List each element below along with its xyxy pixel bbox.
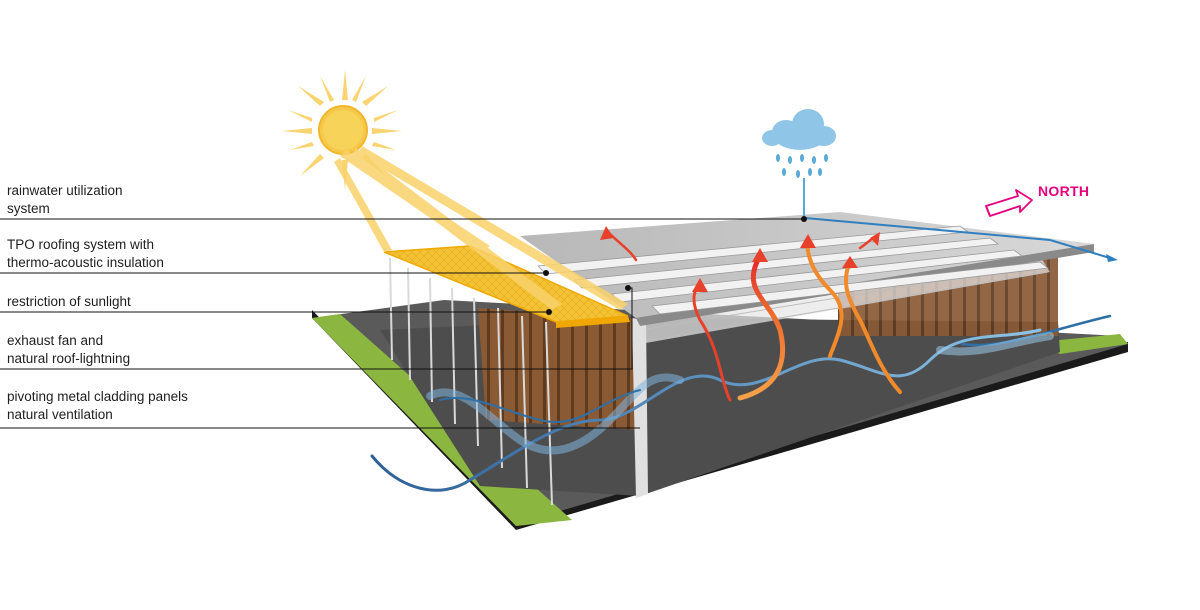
callout-pivoting-panels: pivoting metal cladding panels natural v…: [7, 388, 188, 424]
callout-rainwater-line-1: rainwater utilization: [7, 183, 123, 198]
north-arrow-icon: [985, 189, 1033, 217]
corner-wall: [632, 318, 648, 498]
sun-beams: [334, 146, 628, 310]
callout-exhaust-line-1: exhaust fan and: [7, 333, 104, 348]
callout-exhaust-line-2: natural roof-lightning: [7, 351, 131, 366]
warm-air-arrowheads: [600, 226, 880, 292]
callout-sunlight-line-1: restriction of sunlight: [7, 294, 131, 309]
callout-rainwater: rainwater utilization system: [7, 182, 123, 218]
callout-exhaust-fan: exhaust fan and natural roof-lightning: [7, 332, 130, 368]
callout-sunlight: restriction of sunlight: [7, 293, 131, 311]
grass-strip-south: [1040, 334, 1128, 354]
roof-runoff-arrow: [1049, 239, 1118, 262]
gutter-line: [804, 217, 1051, 241]
north-label: NORTH: [1038, 183, 1090, 199]
callout-pivoting-line-1: pivoting metal cladding panels: [7, 389, 188, 404]
callout-tpo-line-2: thermo-acoustic insulation: [7, 255, 164, 270]
callout-tpo-roofing: TPO roofing system with thermo-acoustic …: [7, 236, 164, 272]
callout-tpo-line-1: TPO roofing system with: [7, 237, 155, 252]
shading-canopy-edge: [556, 316, 630, 328]
colonnade: [389, 257, 553, 506]
callout-dots: [543, 216, 807, 315]
cool-air-flows: [370, 314, 1112, 492]
callout-rainwater-line-2: system: [7, 201, 50, 216]
rain-cloud-icon: [762, 109, 836, 216]
callout-pivoting-line-2: natural ventilation: [7, 407, 113, 422]
